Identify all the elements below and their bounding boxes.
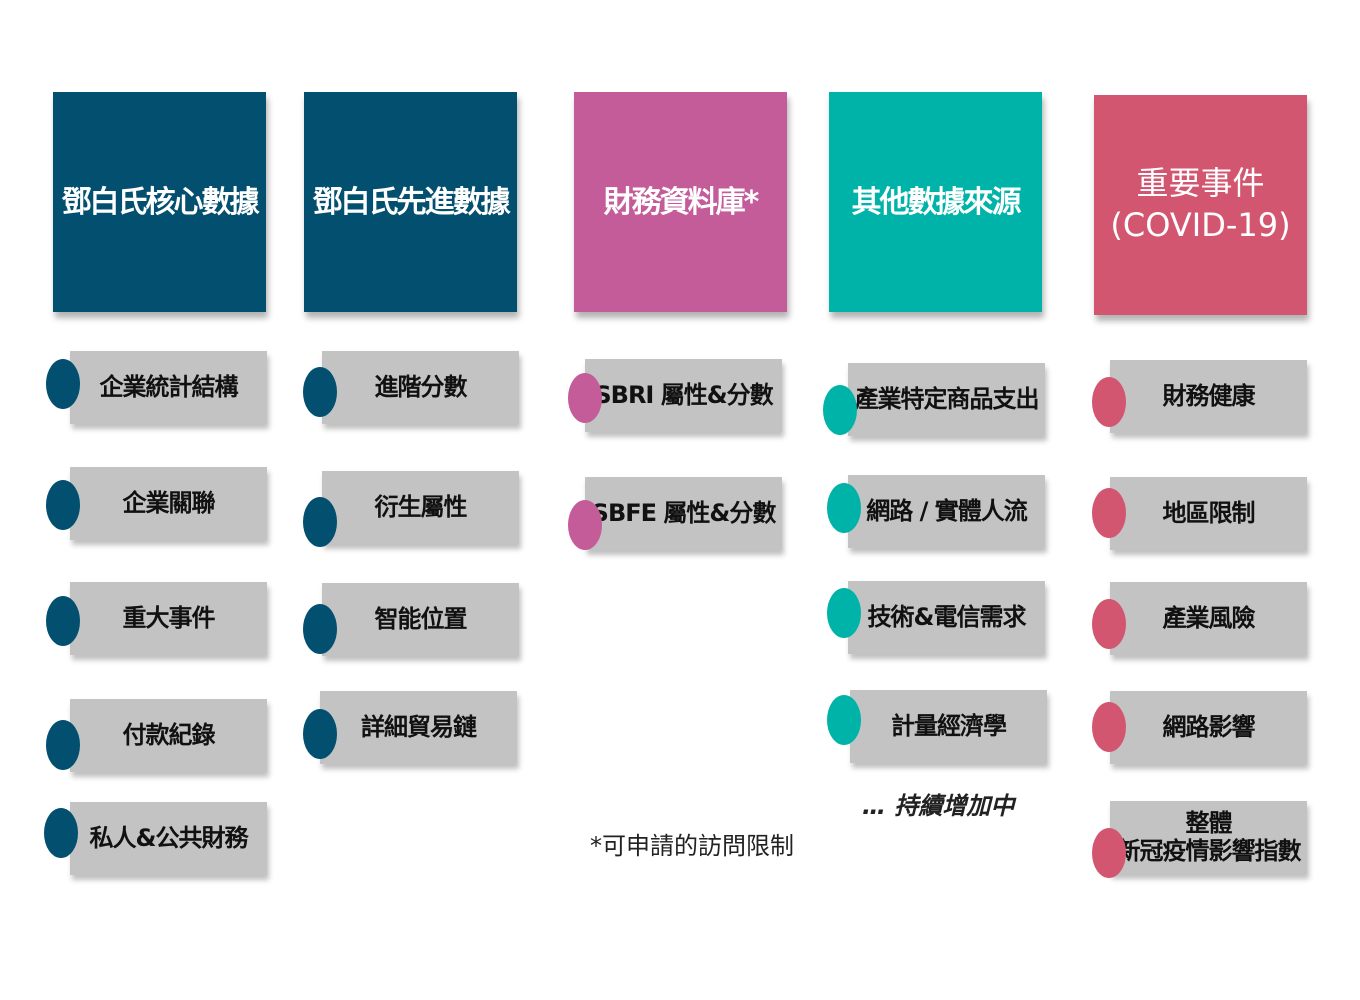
header-label: 鄧白氏先進數據 xyxy=(312,184,511,220)
list-item: 網路 / 實體人流 xyxy=(848,475,1045,548)
bullet-dot xyxy=(827,695,861,745)
list-item: 計量經濟學 xyxy=(850,690,1047,763)
list-item: 進階分數 xyxy=(322,351,519,424)
item-label: 智能位置 xyxy=(374,604,468,633)
list-item: 企業統計結構 xyxy=(70,351,267,424)
header-label: 其他數據來源 xyxy=(851,184,1022,220)
item-label: 地區限制 xyxy=(1162,498,1256,527)
bullet-dot xyxy=(303,604,337,654)
item-label: 詳細貿易鏈 xyxy=(361,712,477,741)
item-label: 財務健康 xyxy=(1162,381,1256,410)
item-label: 網路影響 xyxy=(1162,712,1256,741)
header-label: 鄧白氏核心數據 xyxy=(61,184,260,220)
item-label: 企業統計結構 xyxy=(99,372,239,401)
list-item: 詳細貿易鏈 xyxy=(320,691,517,764)
footnote: *可申請的訪問限制 xyxy=(590,832,794,860)
list-item: 地區限制 xyxy=(1110,477,1307,550)
bullet-dot xyxy=(827,483,861,533)
bullet-dot xyxy=(1092,599,1126,649)
bullet-dot xyxy=(46,720,80,770)
list-item: 整體新冠疫情影響指數 xyxy=(1110,801,1307,874)
item-label: 產業風險 xyxy=(1162,603,1256,632)
item-label: 計量經濟學 xyxy=(891,711,1007,740)
list-item: SBRI 屬性&分數 xyxy=(585,359,782,432)
bullet-dot xyxy=(303,497,337,547)
bullet-dot xyxy=(46,596,80,646)
bullet-dot xyxy=(1092,488,1126,538)
list-item: 企業關聯 xyxy=(70,467,267,540)
header-label: 重要事件 xyxy=(1136,164,1265,203)
item-label: SBFE 屬性&分數 xyxy=(591,498,777,527)
bullet-dot xyxy=(46,359,80,409)
bullet-dot xyxy=(46,480,80,530)
item-label: 重大事件 xyxy=(122,603,216,632)
list-item: 技術&電信需求 xyxy=(848,581,1045,654)
list-item: 衍生屬性 xyxy=(322,471,519,544)
more-coming-note: … 持續增加中 xyxy=(862,792,1015,820)
list-item: 財務健康 xyxy=(1110,360,1307,433)
bullet-dot xyxy=(1092,828,1126,878)
list-item: SBFE 屬性&分數 xyxy=(585,477,782,550)
bullet-dot xyxy=(1092,377,1126,427)
item-label: 網路 / 實體人流 xyxy=(866,496,1027,525)
item-label: 企業關聯 xyxy=(122,488,216,517)
item-sublabel: 新冠疫情影響指數 xyxy=(1116,836,1302,865)
header-financial-database: 財務資料庫* xyxy=(574,92,787,312)
header-label: 財務資料庫* xyxy=(603,184,760,220)
header-major-events: 重要事件(COVID-19) xyxy=(1094,95,1307,315)
bullet-dot xyxy=(44,808,78,858)
bullet-dot xyxy=(303,367,337,417)
bullet-dot xyxy=(827,588,861,638)
item-label: 付款紀錄 xyxy=(122,720,216,749)
header-dnb-advanced-data: 鄧白氏先進數據 xyxy=(304,92,517,312)
item-label: 技術&電信需求 xyxy=(867,602,1027,631)
bullet-dot xyxy=(1092,702,1126,752)
item-label: 整體 xyxy=(1185,808,1233,837)
list-item: 重大事件 xyxy=(70,582,267,655)
item-label: 私人&公共財務 xyxy=(89,823,249,852)
item-label: SBRI 屬性&分數 xyxy=(594,380,773,409)
bullet-dot xyxy=(303,709,337,759)
header-sublabel: (COVID-19) xyxy=(1110,206,1291,244)
bullet-dot xyxy=(823,385,857,435)
list-item: 產業風險 xyxy=(1110,582,1307,655)
list-item: 私人&公共財務 xyxy=(70,802,267,875)
list-item: 產業特定商品支出 xyxy=(848,363,1045,436)
list-item: 付款紀錄 xyxy=(70,699,267,772)
item-label: 衍生屬性 xyxy=(374,492,468,521)
item-label: 進階分數 xyxy=(374,372,468,401)
bullet-dot xyxy=(568,373,602,423)
header-other-data-sources: 其他數據來源 xyxy=(829,92,1042,312)
item-label: 產業特定商品支出 xyxy=(854,384,1040,413)
header-dnb-core-data: 鄧白氏核心數據 xyxy=(53,92,266,312)
list-item: 網路影響 xyxy=(1110,691,1307,764)
bullet-dot xyxy=(568,500,602,550)
list-item: 智能位置 xyxy=(322,583,519,656)
